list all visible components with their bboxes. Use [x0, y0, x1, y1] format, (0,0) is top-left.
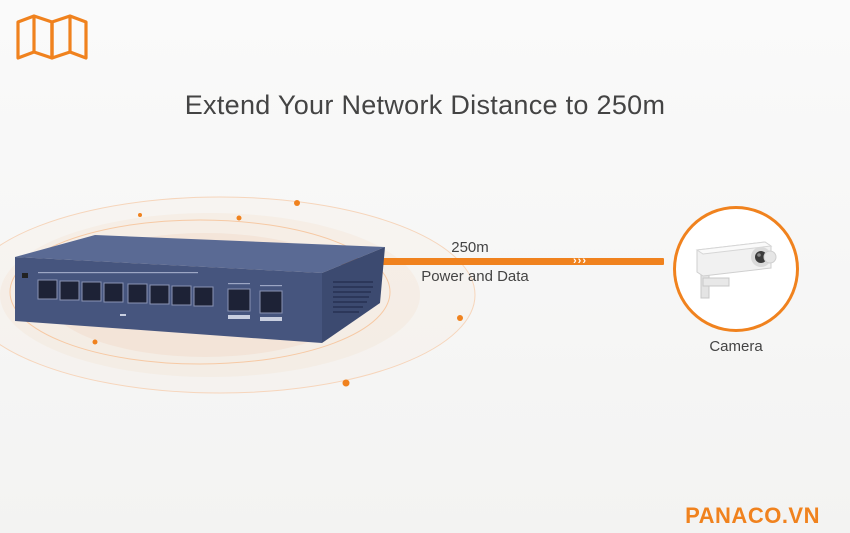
open-book-icon: [16, 14, 88, 60]
chevron-right-icon: ›››: [573, 255, 587, 267]
camera-circle: [673, 206, 799, 332]
network-switch-icon: [15, 235, 385, 343]
power-data-label: Power and Data: [421, 268, 529, 285]
page-title: Extend Your Network Distance to 250m: [184, 90, 666, 120]
brand-watermark: PANACO.VN: [685, 503, 820, 528]
camera-label: Camera: [709, 338, 763, 355]
poe-cable-line: [300, 258, 664, 265]
security-camera-icon: [695, 241, 777, 299]
distance-label: 250m: [451, 239, 489, 256]
